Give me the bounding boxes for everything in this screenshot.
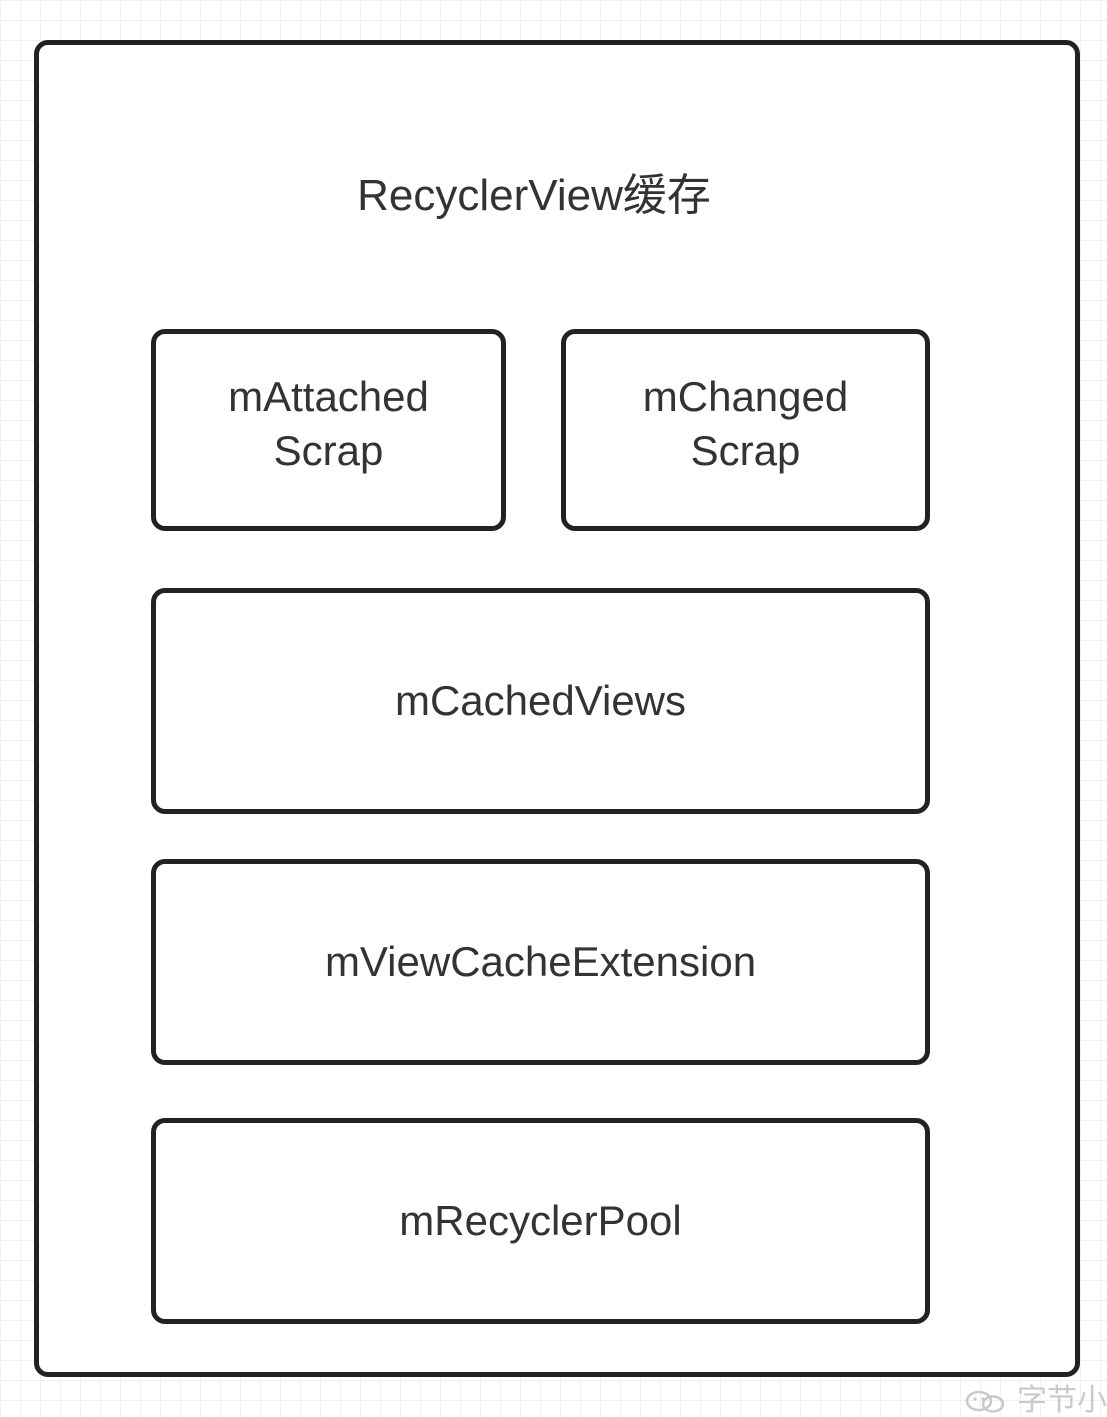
view-cache-extension-label: mViewCacheExtension bbox=[324, 938, 757, 985]
watermark-text: 字节小 bbox=[1017, 1384, 1107, 1417]
recycler-pool-label: mRecyclerPool bbox=[399, 1197, 682, 1244]
attached-scrap-line2: Scrap bbox=[273, 427, 384, 474]
recycler-pool-box: mRecyclerPool bbox=[151, 1118, 930, 1324]
watermark: 字节小 bbox=[963, 1386, 1107, 1416]
attached-scrap-label: mAttached Scrap bbox=[228, 370, 429, 478]
cached-views-box: mCachedViews bbox=[151, 588, 930, 814]
cached-views-label: mCachedViews bbox=[394, 677, 687, 724]
changed-scrap-box: mChanged Scrap bbox=[561, 329, 930, 531]
attached-scrap-box: mAttached Scrap bbox=[151, 329, 506, 531]
changed-scrap-label: mChanged Scrap bbox=[643, 370, 848, 478]
wechat-icon bbox=[965, 1390, 1005, 1413]
diagram-title: RecyclerView缓存 bbox=[357, 171, 711, 220]
attached-scrap-line1: mAttached bbox=[228, 373, 429, 420]
view-cache-extension-box: mViewCacheExtension bbox=[151, 859, 930, 1065]
changed-scrap-line1: mChanged bbox=[642, 373, 849, 420]
changed-scrap-line2: Scrap bbox=[690, 427, 801, 474]
